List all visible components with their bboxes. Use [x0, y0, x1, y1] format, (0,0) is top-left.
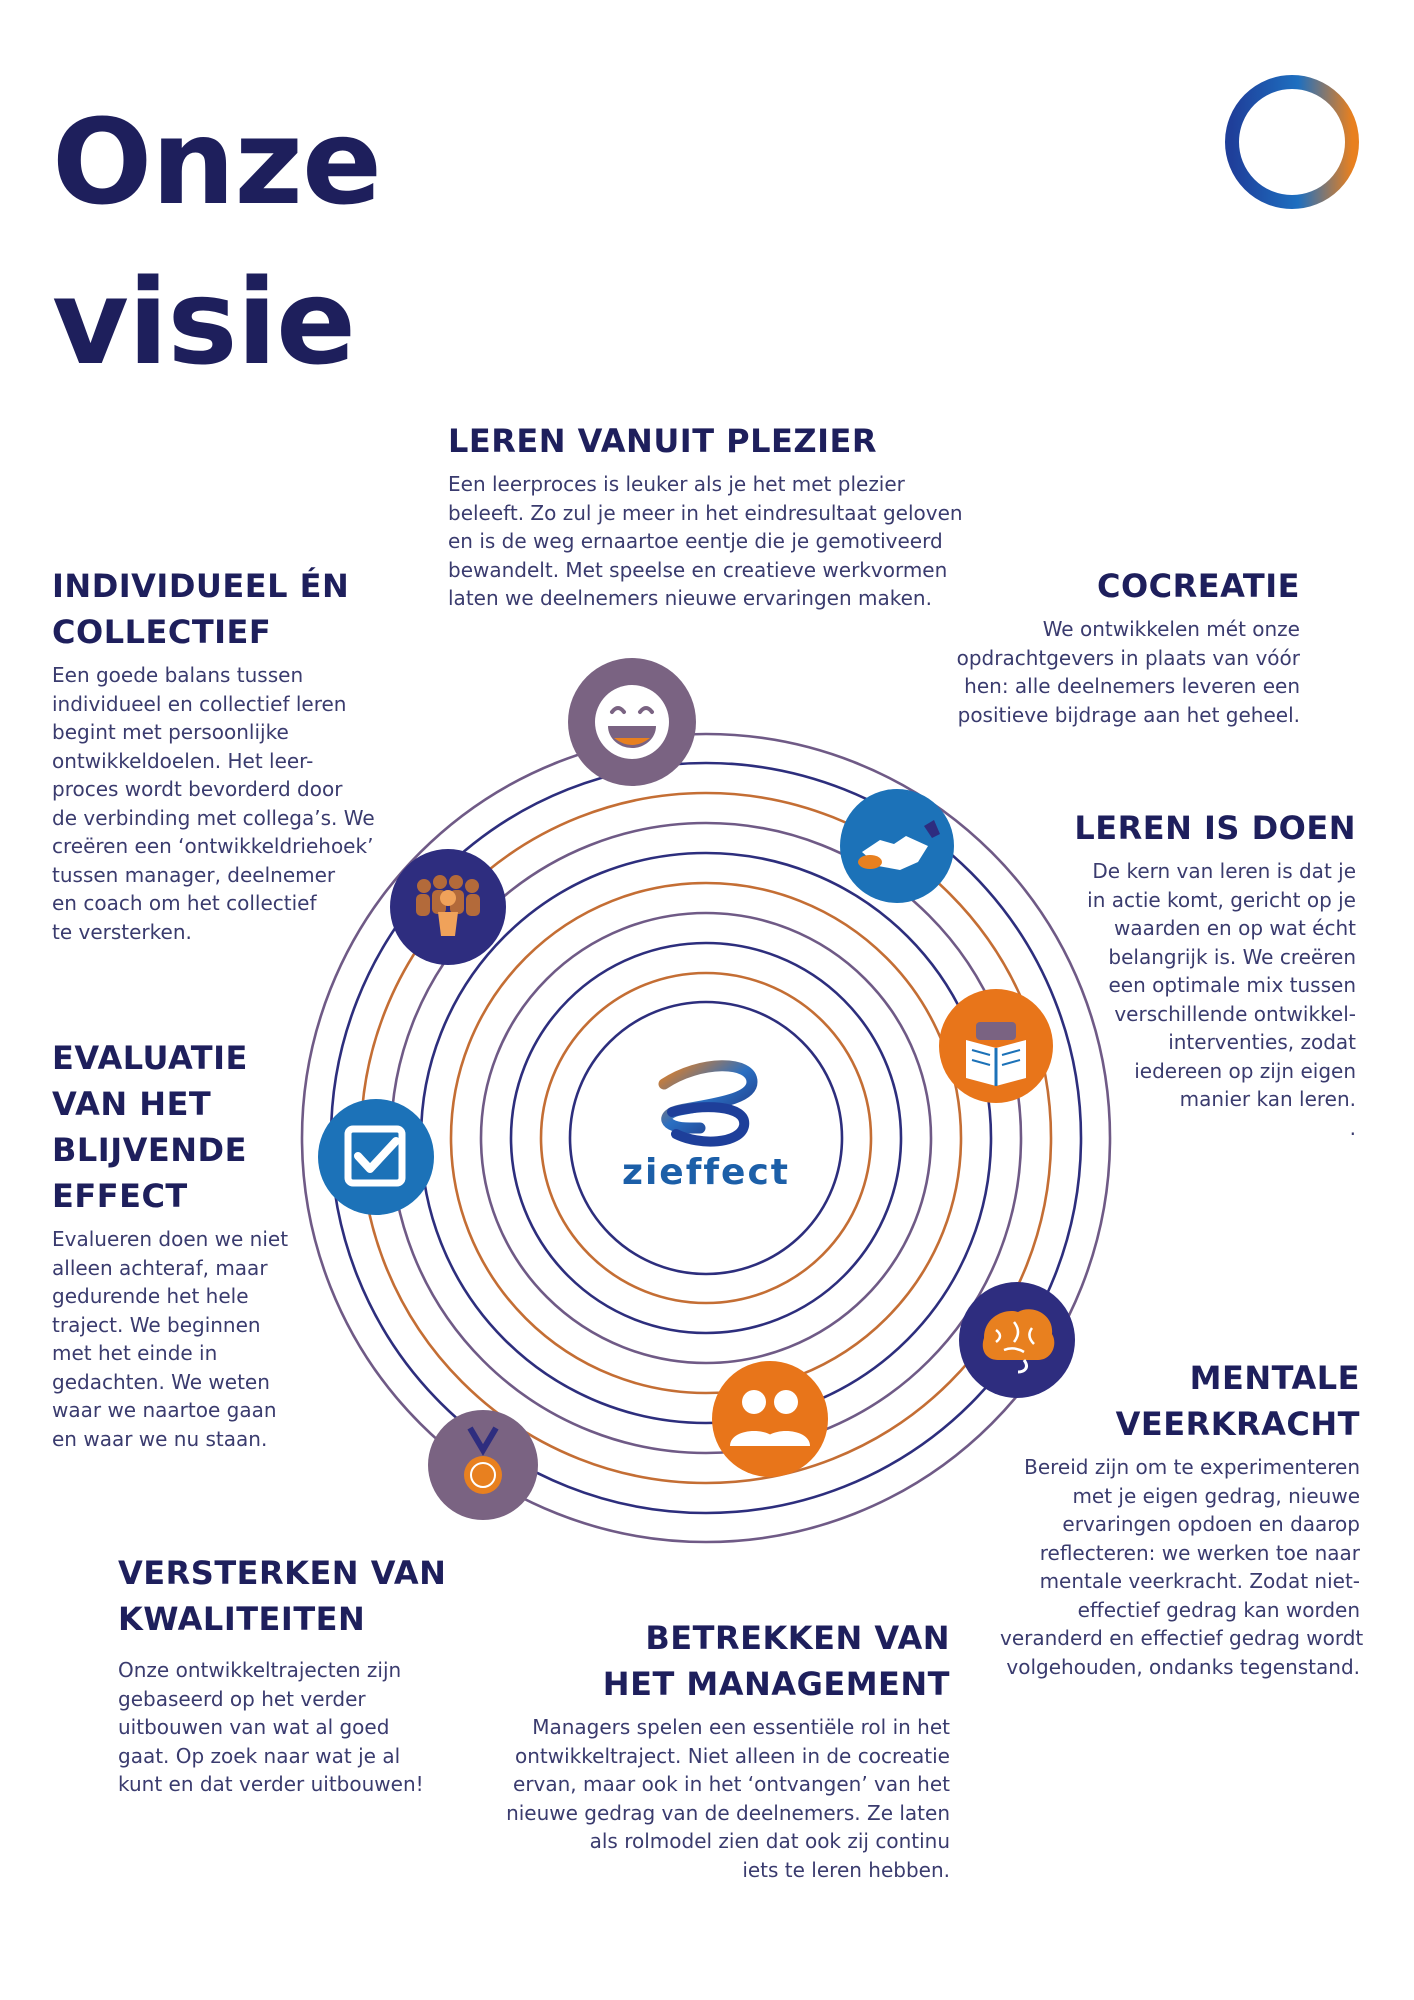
section-cocreatie: COCREATIE We ontwikkelen mét onze opdrac…: [940, 563, 1300, 729]
ring-1: [300, 732, 1112, 1544]
page-title: Onze visie: [52, 82, 382, 402]
section-text: Een leerproces is leuker als je het met …: [448, 472, 963, 610]
section-individueel: INDIVIDUEEL ÉN COLLECTIEF Een goede bala…: [52, 563, 392, 946]
brain-icon: [959, 1282, 1075, 1398]
section-betrekken: BETREKKEN VAN HET MANAGEMENT Managers sp…: [470, 1615, 950, 1884]
section-text: We ontwikkelen mét onze opdrachtgevers i…: [956, 617, 1300, 727]
checkbox-icon: [318, 1099, 434, 1215]
section-title: COCREATIE: [1096, 567, 1300, 605]
section-text: De kern van leren is dat je in actie kom…: [1087, 859, 1356, 1140]
section-evaluatie: EVALUATIE VAN HET BLIJVENDE EFFECT Evalu…: [52, 1035, 312, 1453]
ring-7: [479, 911, 933, 1365]
section-title: LEREN IS DOEN: [1074, 809, 1356, 847]
title-line-2: visie: [52, 253, 356, 391]
ring-6: [449, 881, 963, 1395]
smiley-icon: [568, 658, 696, 786]
section-text: Een goede balans tussen individueel en c…: [52, 663, 375, 944]
section-title: LEREN VANUIT PLEZIER: [448, 422, 877, 460]
title-line-1: Onze: [52, 93, 382, 231]
decorative-ring: [1225, 75, 1359, 209]
ring-8: [509, 941, 903, 1335]
zieffect-logo: zieffect: [622, 1060, 790, 1193]
section-title: VERSTERKEN VAN KWALITEITEN: [118, 1554, 447, 1638]
section-leren-plezier: LEREN VANUIT PLEZIER Een leerproces is l…: [448, 418, 1008, 613]
medal-icon: [428, 1410, 538, 1520]
book-reader-icon: [939, 989, 1053, 1103]
section-title: EVALUATIE VAN HET BLIJVENDE EFFECT: [52, 1039, 248, 1215]
section-text: Onze ontwikkeltrajecten zijn gebaseerd o…: [118, 1658, 424, 1796]
ring-10: [568, 1000, 844, 1276]
group-icon: [712, 1361, 828, 1477]
section-leren-doen: LEREN IS DOEN De kern van leren is dat j…: [1040, 805, 1356, 1142]
section-title: INDIVIDUEEL ÉN COLLECTIEF: [52, 567, 350, 651]
section-text: Managers spelen een essentiële rol in he…: [506, 1715, 950, 1882]
section-mentale: MENTALE VEERKRACHT Bereid zijn om te exp…: [1000, 1355, 1364, 1681]
section-title: MENTALE VEERKRACHT: [1115, 1359, 1360, 1443]
section-text: Evalueren doen we niet alleen achteraf, …: [52, 1227, 289, 1451]
logo-wordmark: zieffect: [622, 1152, 790, 1193]
crowd-icon: [390, 849, 506, 965]
section-title: BETREKKEN VAN HET MANAGEMENT: [602, 1619, 950, 1703]
handshake-icon: [840, 789, 954, 903]
section-text: Bereid zijn om te experimenteren met je …: [1000, 1455, 1364, 1679]
logo-mark-icon: [658, 1060, 758, 1147]
section-versterken: VERSTERKEN VAN KWALITEITEN Onze ontwikke…: [118, 1550, 458, 1799]
ring-9: [539, 971, 873, 1305]
